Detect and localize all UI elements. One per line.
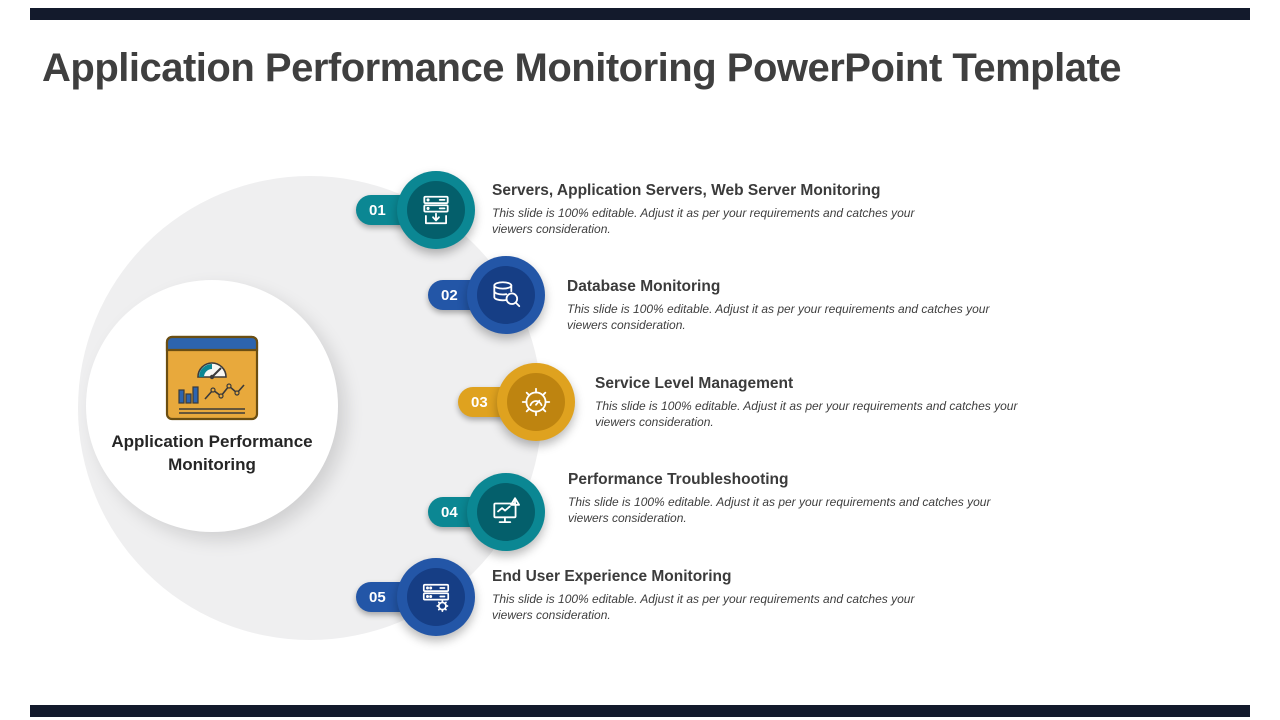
list-item-4: Performance Troubleshooting This slide i… [568, 471, 1038, 526]
center-label-line1: Application Performance [111, 432, 313, 452]
item-title: Service Level Management [595, 375, 794, 392]
database-search-icon [467, 256, 545, 334]
item-description: This slide is 100% editable. Adjust it a… [567, 302, 990, 332]
list-item-2: Database Monitoring This slide is 100% e… [567, 278, 1037, 333]
server-rack-download-icon [397, 171, 475, 249]
step-number-label: 04 [441, 503, 458, 521]
center-label: Application Performance Monitoring [111, 431, 312, 477]
list-item-5: End User Experience Monitoring This slid… [492, 568, 962, 623]
icon-inner-ring [407, 181, 465, 239]
gear-gauge-icon [497, 363, 575, 441]
bottom-accent-bar [30, 705, 1250, 717]
step-number-label: 02 [441, 286, 458, 304]
item-title: Servers, Application Servers, Web Server… [492, 182, 881, 199]
item-title: Performance Troubleshooting [568, 471, 789, 488]
icon-inner-ring [507, 373, 565, 431]
center-label-line2: Monitoring [168, 455, 256, 474]
item-title: End User Experience Monitoring [492, 568, 732, 585]
list-item-1: Servers, Application Servers, Web Server… [492, 182, 962, 237]
monitor-alert-icon [467, 473, 545, 551]
item-description: This slide is 100% editable. Adjust it a… [595, 399, 1018, 429]
icon-inner-ring [477, 266, 535, 324]
icon-inner-ring [407, 568, 465, 626]
top-accent-bar [30, 8, 1250, 20]
item-description: This slide is 100% editable. Adjust it a… [492, 592, 915, 622]
center-circle: Application Performance Monitoring [86, 280, 338, 532]
item-title: Database Monitoring [567, 278, 721, 295]
list-item-3: Service Level Management This slide is 1… [595, 375, 1065, 430]
icon-inner-ring [477, 483, 535, 541]
step-number-label: 05 [369, 588, 386, 606]
server-gear-icon [397, 558, 475, 636]
item-description: This slide is 100% editable. Adjust it a… [492, 206, 915, 236]
step-number-label: 01 [369, 201, 386, 219]
item-description: This slide is 100% editable. Adjust it a… [568, 495, 991, 525]
step-number-label: 03 [471, 393, 488, 411]
apm-dashboard-icon [165, 335, 259, 421]
slide-title: Application Performance Monitoring Power… [42, 46, 1122, 90]
